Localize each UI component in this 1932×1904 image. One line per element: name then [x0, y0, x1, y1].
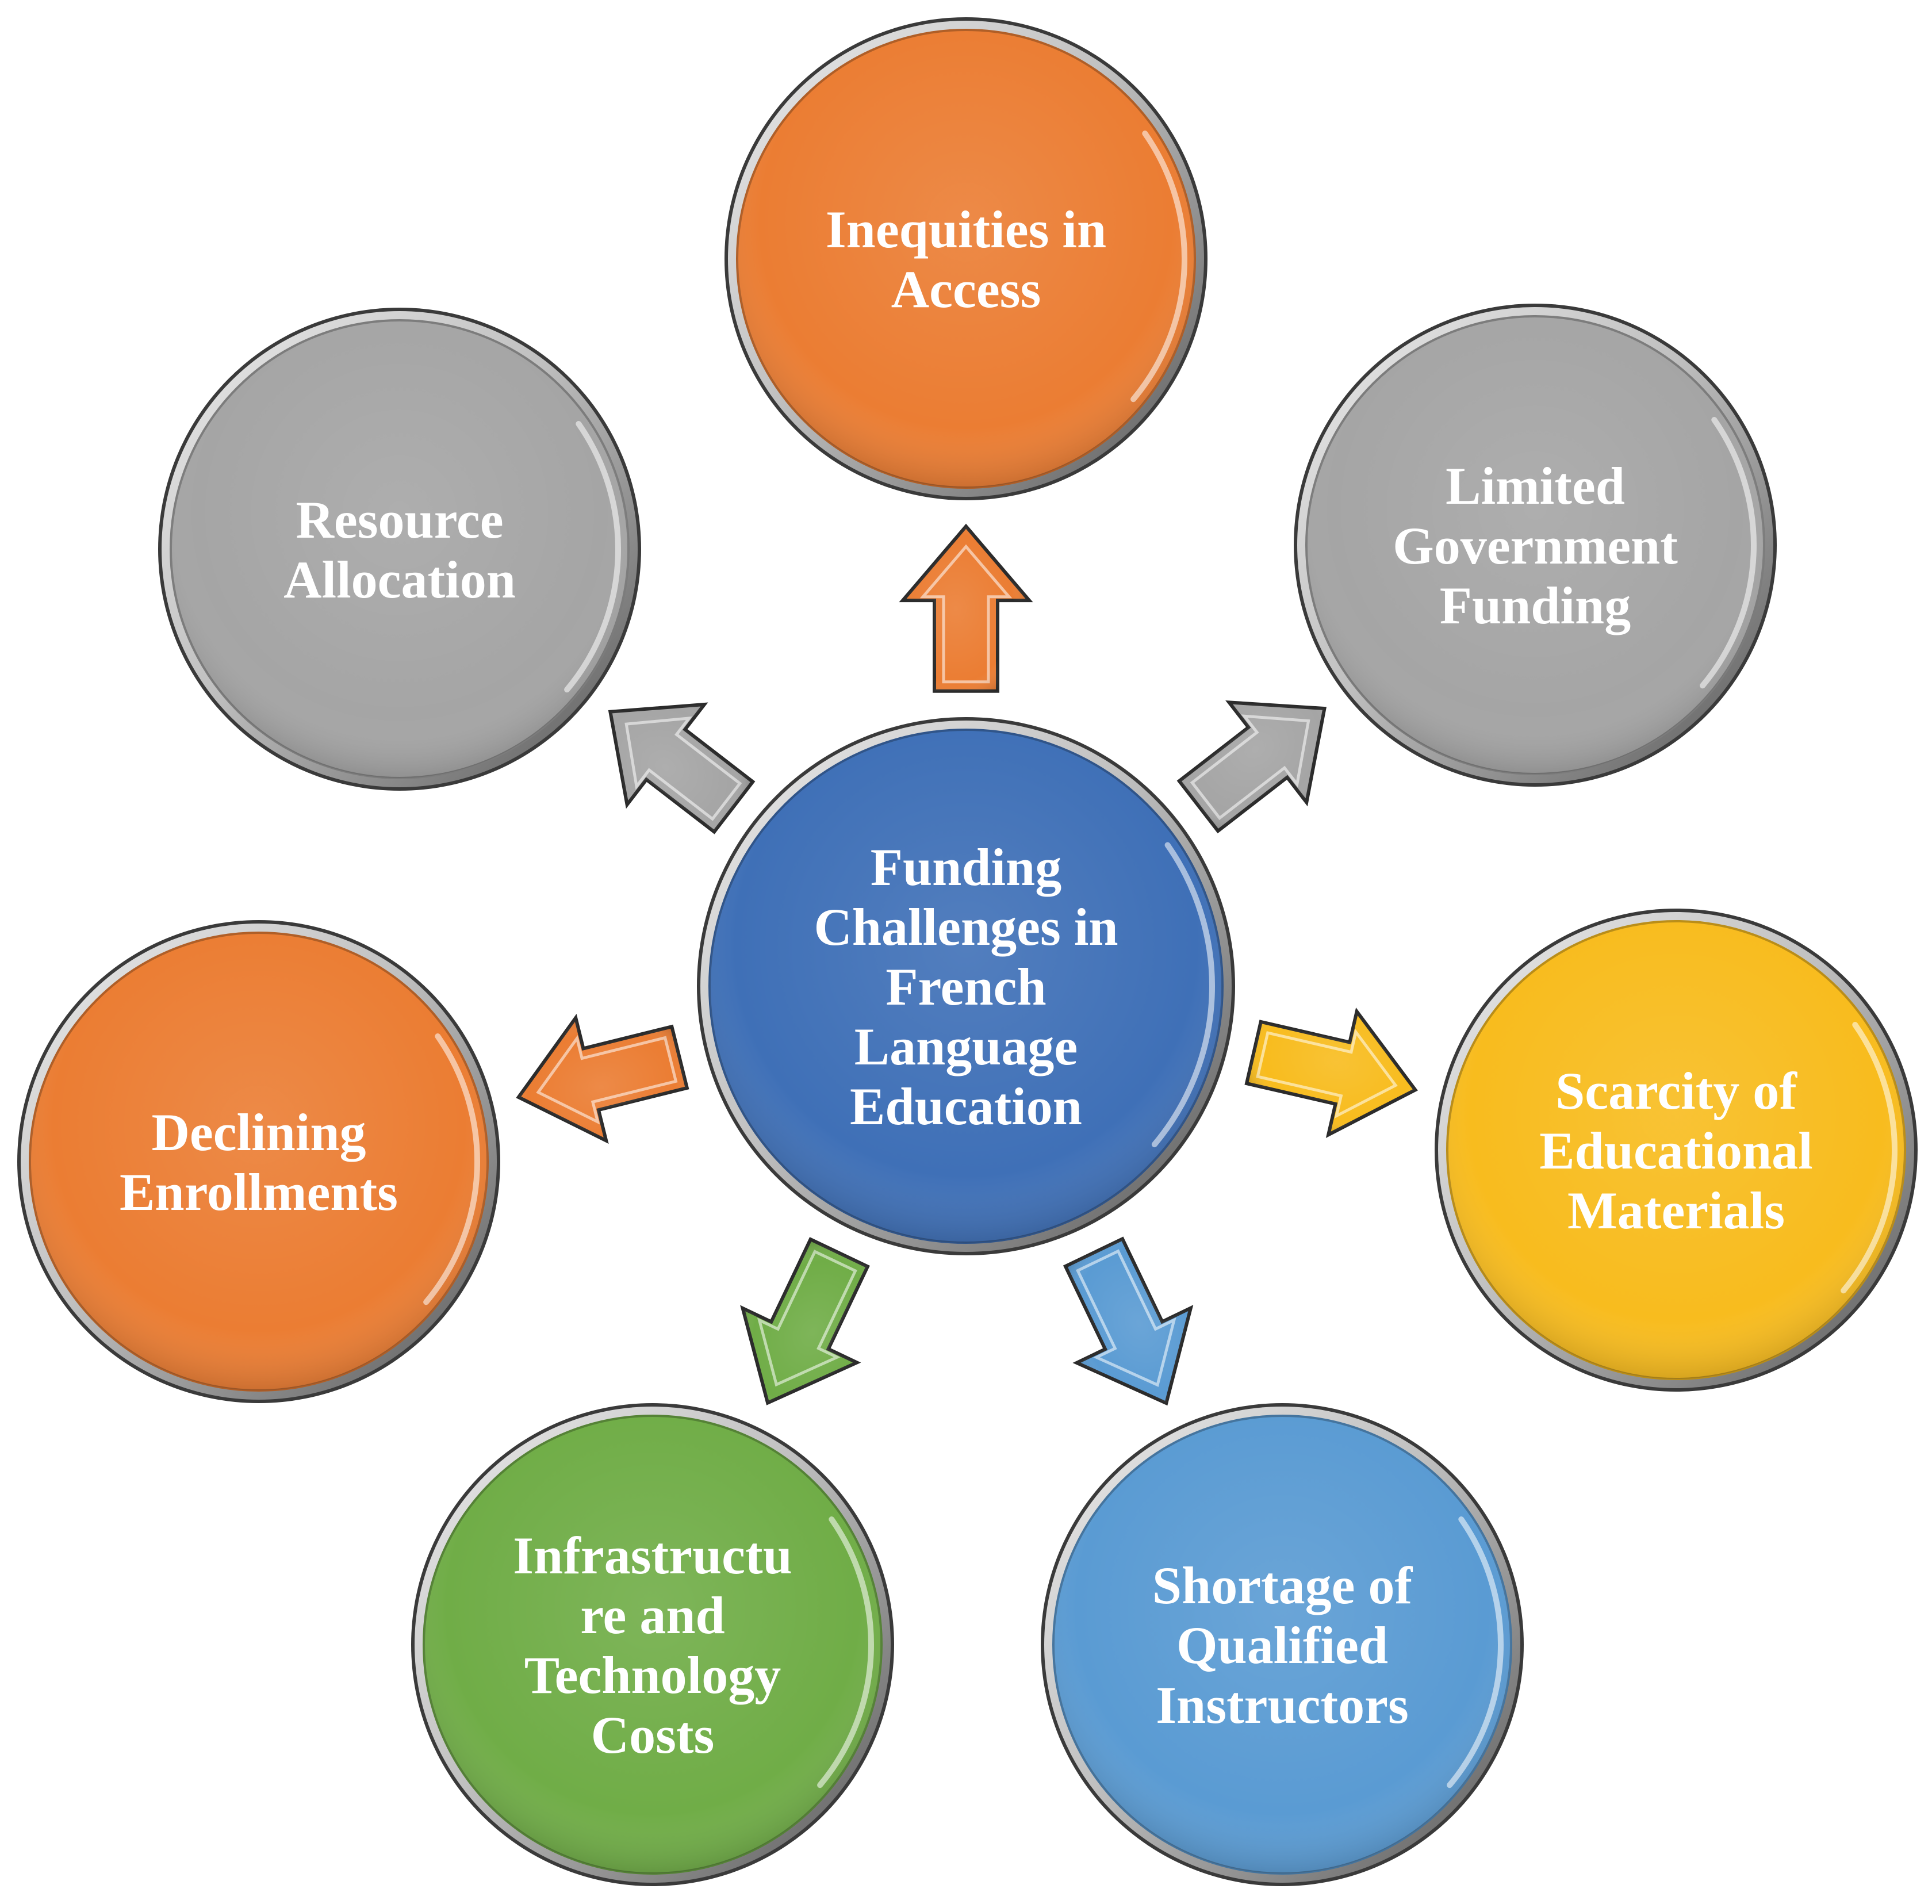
- node-infrastructure-and-technology-costs-highlight: [817, 1516, 874, 1788]
- node-limited-government-funding-label-line: Limited: [1446, 457, 1625, 515]
- node-scarcity-of-educational-materials-label-line: Scarcity of: [1555, 1062, 1797, 1120]
- node-scarcity-of-educational-materials-label-line: Materials: [1567, 1181, 1785, 1240]
- node-resource-allocation-gloss: [171, 320, 628, 778]
- node-inequities-in-access-gloss: [737, 30, 1195, 488]
- node-scarcity-of-educational-materials-label-line: Educational: [1539, 1121, 1812, 1180]
- arrow-gloss: [1179, 702, 1325, 832]
- node-inequities-in-access-label-line: Access: [891, 260, 1041, 319]
- center-node-label-line: Education: [850, 1077, 1082, 1136]
- node-shortage-of-qualified-instructors-gloss: [1053, 1416, 1511, 1874]
- node-infrastructure-and-technology-costs-label-line: Infrastructu: [513, 1526, 792, 1585]
- node-resource-allocation-label-line: Resource: [296, 491, 503, 549]
- arrow-to-declining-enrollments: [516, 1013, 689, 1144]
- node-scarcity-of-educational-materials-gloss: [1447, 921, 1905, 1379]
- center-node-label-line: French: [885, 957, 1046, 1016]
- node-shortage-of-qualified-instructors-label-line: Instructors: [1156, 1676, 1409, 1734]
- center-node-label-line: Funding: [871, 838, 1061, 897]
- arrow-to-inequities-in-access: [899, 523, 1033, 693]
- node-declining-enrollments-label-line: Declining: [151, 1103, 366, 1162]
- node-declining-enrollments-gloss: [30, 933, 488, 1390]
- arrow-gloss: [903, 526, 1029, 691]
- arrow-gloss: [610, 704, 753, 832]
- arrow-to-limited-government-funding: [1176, 700, 1327, 834]
- arrow-layer: [516, 523, 1418, 1406]
- arrow-gloss: [742, 1239, 868, 1403]
- arrow-gloss: [1247, 1011, 1416, 1135]
- center-node-label-line: Challenges in: [814, 898, 1118, 956]
- node-limited-government-funding-label-line: Government: [1393, 516, 1678, 575]
- arrow-to-shortage-of-qualified-instructors: [1063, 1236, 1194, 1406]
- node-scarcity-of-educational-materials-highlight: [1841, 1022, 1897, 1294]
- center-node-highlight: [1151, 842, 1215, 1148]
- arrow-gloss: [1065, 1239, 1191, 1404]
- arrow-to-resource-allocation: [608, 702, 756, 834]
- node-resource-allocation-label-line: Allocation: [283, 550, 516, 609]
- node-shortage-of-qualified-instructors-highlight: [1447, 1516, 1504, 1788]
- node-limited-government-funding-highlight: [1700, 417, 1757, 689]
- node-inequities-in-access-label-line: Inequities in: [826, 200, 1106, 259]
- node-shortage-of-qualified-instructors-label-line: Shortage of: [1152, 1556, 1413, 1615]
- node-infrastructure-and-technology-costs-label-line: re and: [580, 1586, 724, 1645]
- arrow-to-infrastructure-and-technology-costs: [740, 1237, 870, 1405]
- node-shortage-of-qualified-instructors-label-line: Qualified: [1176, 1616, 1388, 1675]
- node-limited-government-funding-gloss: [1306, 316, 1764, 774]
- node-layer: Inequities inAccessLimitedGovernmentFund…: [17, 17, 1918, 1886]
- arrow-to-scarcity-of-educational-materials: [1244, 1007, 1418, 1138]
- node-infrastructure-and-technology-costs-label-line: Technology: [524, 1646, 781, 1704]
- node-infrastructure-and-technology-costs-gloss: [424, 1416, 881, 1874]
- node-limited-government-funding-label-line: Funding: [1440, 576, 1631, 635]
- center-node-gloss: [710, 730, 1222, 1243]
- node-declining-enrollments-label-line: Enrollments: [120, 1163, 398, 1221]
- node-resource-allocation-highlight: [564, 421, 621, 693]
- node-declining-enrollments-highlight: [423, 1033, 480, 1305]
- arrow-gloss: [518, 1017, 687, 1141]
- node-inequities-in-access-highlight: [1130, 131, 1187, 403]
- node-infrastructure-and-technology-costs-label-line: Costs: [591, 1706, 715, 1764]
- center-node-label-line: Language: [854, 1017, 1078, 1076]
